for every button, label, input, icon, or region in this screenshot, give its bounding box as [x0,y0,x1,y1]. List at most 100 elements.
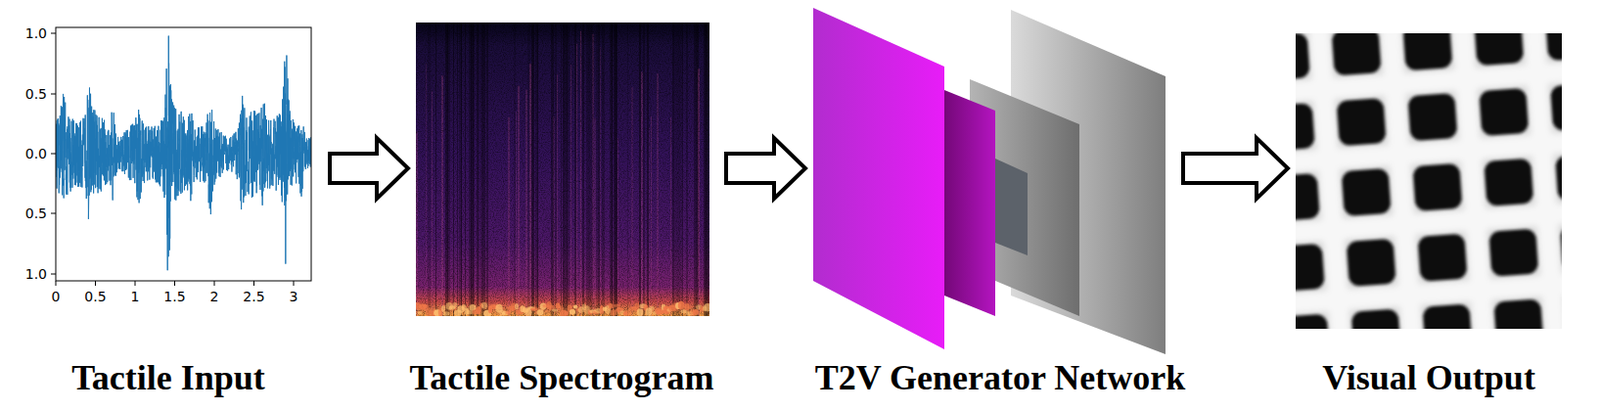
spectrogram-energy [481,302,488,310]
axis-tick-label: 2 [210,288,220,305]
spectrogram-energy [684,303,690,311]
mesh-threads [1295,33,1562,329]
generator-layers [813,7,1166,355]
mesh-hole [1550,83,1562,132]
spectrogram-energy [569,309,576,315]
panel-caption: Visual Output [1322,358,1536,398]
spectrogram-energy [703,303,710,313]
plot-frame [55,27,312,281]
mesh-hole [1488,228,1539,277]
output-image [1295,33,1562,329]
axis-tick-label: 0.0 [25,145,47,162]
tick-mark [293,280,295,286]
spectrogram-energy [648,306,654,312]
mesh-hole [1295,33,1311,82]
mesh-hole [1402,33,1453,71]
mesh-hole [1336,97,1387,146]
tick-mark [50,274,56,275]
tick-mark [50,93,56,95]
panel-caption: T2V Generator Network [815,358,1187,398]
spectrogram-energy [608,303,613,310]
spectrogram-energy [530,307,539,312]
axis-tick-label: 1.5 [163,288,185,305]
spectrogram-energy [612,304,620,308]
spectrogram-energy [443,311,451,317]
spectrogram-energy [536,309,544,316]
axis-tick-label: 0.5 [25,205,47,222]
mesh-hole [1473,33,1524,66]
mesh-hole [1346,238,1397,287]
axis-tick-label: 0 [51,288,61,305]
mesh-hole [1478,88,1529,137]
tick-mark [50,153,56,155]
tick-mark [50,213,56,215]
layer-slab [813,7,945,350]
panel-caption: Tactile Spectrogram [410,358,715,398]
spectrogram-energy [573,304,578,309]
waveform-line [55,36,312,272]
axis-tick-label: 1.0 [25,266,47,282]
tick-mark [94,280,96,286]
mesh-hole [1559,223,1562,272]
mesh-hole [1545,33,1562,61]
spectrogram-ground [415,22,710,317]
spectrogram-energy [416,311,422,315]
spectrogram-energy [504,311,511,315]
axis-tick-label: 1 [131,288,140,305]
diagram-panel: Visual Output [1295,33,1562,329]
diagram-panel: Tactile Spectrogram [415,22,710,317]
mesh-hole [1407,92,1458,141]
spectrogram-speckle [415,22,710,317]
spectrogram-energy [692,309,699,316]
spectrogram-energy [637,308,643,317]
mesh-hole [1341,168,1392,217]
tick-mark [135,280,137,286]
spectrogram-energy [441,305,446,313]
diagram-panel: T2V Generator Network [813,7,1167,357]
waveform-plot [50,27,313,286]
tick-mark [50,33,56,35]
mesh-hole [1483,158,1534,207]
block-arrow [329,137,409,199]
tick-marks [50,33,294,286]
block-arrow [726,137,806,199]
mesh-hole [1554,153,1562,202]
axis-tick-label: 0.5 [25,86,47,102]
spectrogram-energy [564,310,570,316]
mesh-holes [1295,33,1562,329]
tick-mark [214,280,216,286]
axis-tick-label: 1.0 [25,25,47,42]
axis-tick-label: 2.5 [242,288,265,305]
layer-core [995,158,1028,256]
mesh-hole [1412,163,1463,212]
mesh-hole [1295,173,1321,222]
mesh-hole [1493,298,1544,329]
mesh-hole [1295,314,1330,329]
axis-tick-label: 0.5 [84,288,106,305]
spectrogram-image [415,22,710,317]
spectrogram-energy [452,302,458,309]
spectrogram-low-band [415,301,710,317]
tick-mark [253,280,255,286]
spectrogram-streaks [415,22,710,317]
block-arrow [1183,137,1288,199]
spectrogram-energy [551,308,559,312]
spectrogram-energy [514,303,519,310]
tick-mark [174,280,176,286]
mesh-hole [1421,303,1472,329]
tick-mark [55,280,57,286]
spectrogram-energy [624,310,632,317]
layer-slab [944,90,996,317]
mesh-hole [1295,243,1326,292]
mesh-hole [1295,102,1316,151]
mesh-pattern [1295,33,1562,329]
mesh-hole [1417,233,1467,282]
spectrogram-energy [678,301,685,311]
axis-tick-label: 3 [289,288,299,305]
panel-caption: Tactile Input [71,358,266,398]
mesh-hole [1351,309,1402,329]
mesh-hole [1331,33,1382,76]
